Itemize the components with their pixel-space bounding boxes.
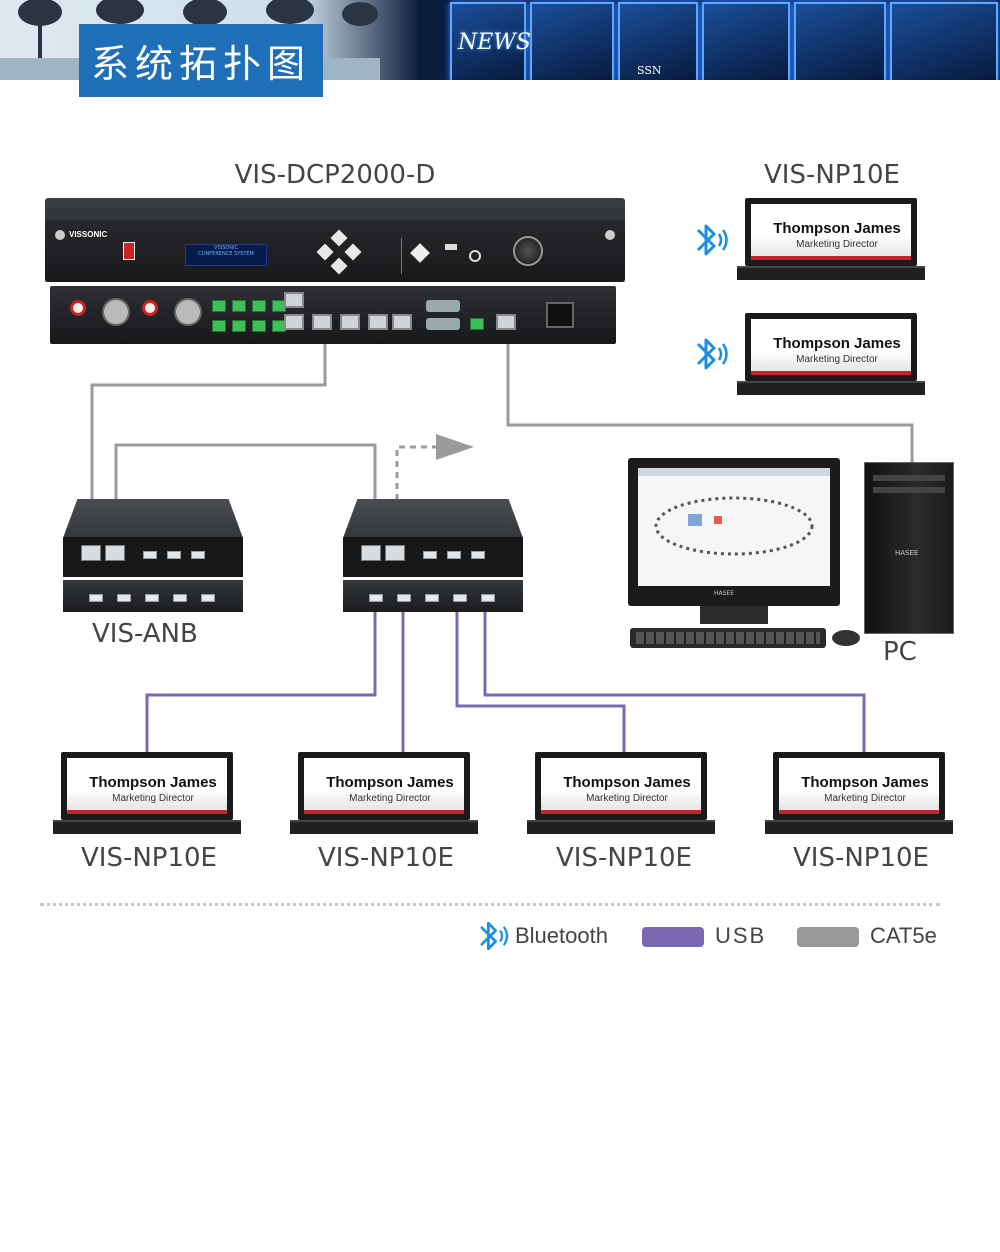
bluetooth-icon (696, 338, 728, 370)
rca-jack-1 (70, 300, 86, 316)
wired-nameplate-3: Thompson James Marketing Director (527, 752, 715, 834)
nameplate-role: Marketing Director (586, 793, 668, 804)
hub-right (343, 499, 523, 577)
tv-screen-1 (450, 2, 526, 80)
headphone-jack (469, 250, 481, 262)
hub-right-lower (343, 580, 523, 612)
pc-tower: HASEE (864, 462, 954, 634)
tv-screen-3 (618, 2, 698, 80)
nameplate-role: Marketing Director (112, 793, 194, 804)
tv-screen-5 (794, 2, 886, 80)
db9-port-1 (426, 300, 460, 312)
lcd-line-1: VISSONIC (214, 245, 238, 251)
tv-screen-4 (702, 2, 790, 80)
rca-jack-2 (142, 300, 158, 316)
rj45-port-2 (340, 314, 360, 330)
power-inlet (546, 302, 574, 328)
pc-label: PC (883, 637, 917, 667)
xlr-output (174, 298, 202, 326)
processor-rear-panel (50, 286, 616, 344)
legend-cat5e: CAT5e (870, 923, 937, 948)
legend-usb: USB (715, 923, 767, 948)
tower-brand: HASEE (895, 549, 919, 557)
wired-nameplate-4: Thompson James Marketing Director (765, 752, 953, 834)
processor-front-panel: VISSONIC VISSONIC CONFERENCE SYSTEM (45, 198, 625, 282)
lcd-line-2: CONFERENCE SYSTEM (198, 251, 254, 257)
ssn-text: SSN (637, 64, 662, 77)
nameplate-name: Thompson James (773, 335, 901, 352)
processor-label: VIS-DCP2000-D (234, 160, 436, 190)
monitor: HASEE (628, 458, 840, 606)
wireless-plates-label: VIS-NP10E (764, 160, 900, 190)
keyboard (630, 628, 826, 648)
nameplate-name: Thompson James (326, 774, 454, 791)
bluetooth-icon (480, 921, 509, 951)
db9-port-2 (426, 318, 460, 330)
xlr-input (102, 298, 130, 326)
legend-usb-swatch (642, 927, 704, 947)
ethernet-port (496, 314, 516, 330)
news-text: NEWS (458, 30, 531, 55)
nameplate-name: Thompson James (773, 220, 901, 237)
nameplate-role: Marketing Director (824, 793, 906, 804)
nameplate-role: Marketing Director (796, 354, 878, 365)
power-switch[interactable] (123, 242, 135, 260)
hub-left (63, 499, 243, 577)
monitor-stand (700, 606, 768, 624)
brand-logo: VISSONIC (69, 230, 108, 239)
bluetooth-icon (696, 224, 728, 256)
rj45-port-4 (392, 314, 412, 330)
rack-ear-hole-left (55, 230, 65, 240)
navigation-keys[interactable] (315, 228, 365, 278)
tv-screen-6 (890, 2, 998, 80)
usb-line-plate-4 (483, 612, 866, 752)
rj45-port-1 (312, 314, 332, 330)
usb-line-plate-1 (145, 612, 377, 752)
mouse (832, 630, 860, 646)
plate-label-3: VIS-NP10E (556, 843, 692, 873)
page-title: 系统拓扑图 (79, 24, 323, 97)
monitor-screen (638, 468, 830, 586)
nameplate-role: Marketing Director (349, 793, 431, 804)
expansion-arrow (436, 434, 474, 460)
legend-cat5e-swatch (797, 927, 859, 947)
volume-knob[interactable] (513, 236, 543, 266)
rack-ear-hole-right (605, 230, 615, 240)
usb-port-front (445, 244, 457, 250)
hub-left-lower (63, 580, 243, 612)
legend-divider (40, 903, 940, 906)
plate-label-4: VIS-NP10E (793, 843, 929, 873)
legend-bluetooth: Bluetooth (515, 923, 608, 948)
nameplate-name: Thompson James (801, 774, 929, 791)
cat5e-line-processor-to-hub-left (90, 342, 327, 500)
rj45-port-3 (368, 314, 388, 330)
wired-nameplate-2: Thompson James Marketing Director (290, 752, 478, 834)
lcd-display: VISSONIC CONFERENCE SYSTEM (185, 244, 267, 266)
plate-label-2: VIS-NP10E (318, 843, 454, 873)
nameplate-name: Thompson James (563, 774, 691, 791)
hub-label: VIS-ANB (92, 619, 198, 649)
wireless-nameplate-2: Thompson James Marketing Director (737, 313, 925, 395)
cat5e-line-hub-left-to-hub-right (114, 443, 377, 500)
plate-label-1: VIS-NP10E (81, 843, 217, 873)
expansion-dashed-line (395, 445, 440, 500)
seat-layout-graphic (654, 496, 814, 556)
monitor-brand: HASEE (714, 590, 735, 597)
tv-screen-2 (530, 2, 614, 80)
nameplate-role: Marketing Director (796, 239, 878, 250)
cat5e-line-processor-to-pc (506, 342, 914, 462)
wireless-nameplate-1: Thompson James Marketing Director (737, 198, 925, 280)
wired-nameplate-1: Thompson James Marketing Director (53, 752, 241, 834)
usb-line-plate-3 (455, 612, 626, 752)
nameplate-name: Thompson James (89, 774, 217, 791)
